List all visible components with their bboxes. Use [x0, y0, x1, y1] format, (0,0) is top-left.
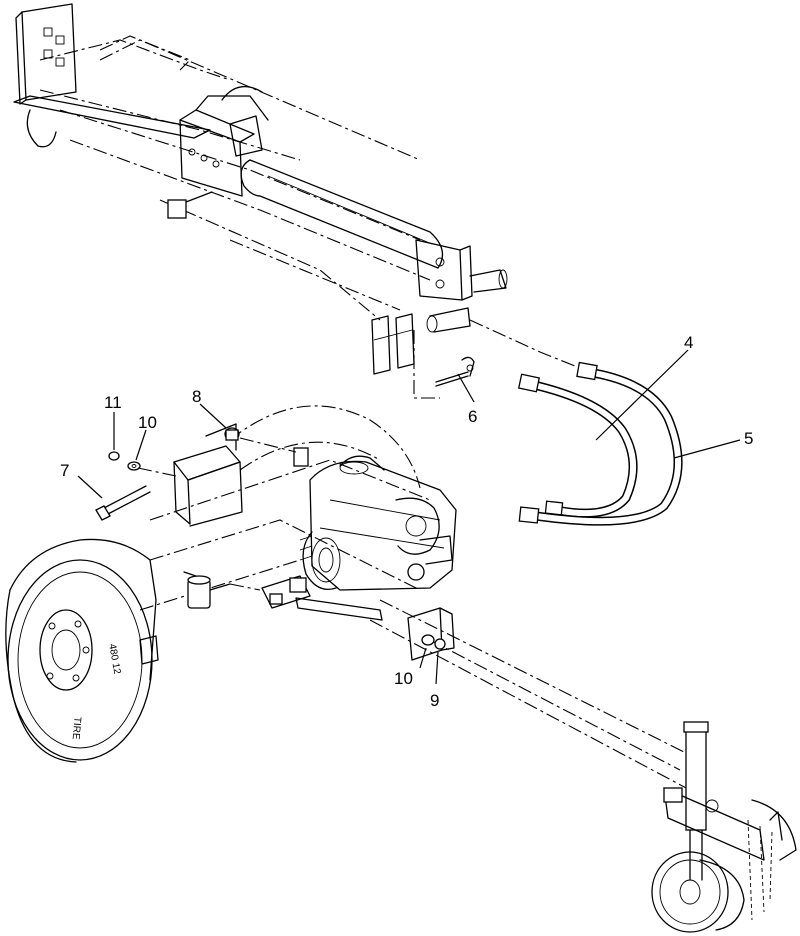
trailer-chassis	[139, 405, 701, 791]
tire-size-text: 480 12	[106, 643, 122, 675]
callout-10-top: 10	[138, 413, 157, 432]
hydraulic-hose-4	[517, 373, 638, 518]
bolt-9	[434, 638, 446, 650]
callout-9: 9	[430, 691, 439, 710]
engine	[261, 455, 457, 621]
callout-11: 11	[104, 393, 122, 412]
bolt-7	[95, 485, 151, 521]
jack-wheel	[651, 851, 745, 933]
callout-leaders	[77, 349, 741, 685]
pin-and-clip	[435, 356, 475, 387]
washer-10-top	[127, 461, 141, 471]
callout-8: 8	[192, 387, 201, 406]
safety-chains	[747, 819, 773, 921]
jack-stand	[663, 721, 797, 881]
callout-10-bottom: 10	[394, 669, 413, 688]
nut-11	[108, 451, 120, 461]
spacer-8	[224, 427, 240, 441]
washer-10-bottom	[421, 634, 435, 646]
callout-7: 7	[60, 461, 69, 480]
splitter-beam-assembly	[13, 3, 508, 399]
tire-tread-text: TIRE	[70, 716, 83, 740]
callout-6: 6	[468, 407, 477, 426]
hydraulic-hose-5	[518, 361, 683, 526]
oil-filter	[183, 571, 261, 609]
callout-5: 5	[744, 429, 753, 448]
trailer-wheel: 480 12 TIRE	[5, 538, 159, 763]
callout-4: 4	[684, 333, 693, 352]
